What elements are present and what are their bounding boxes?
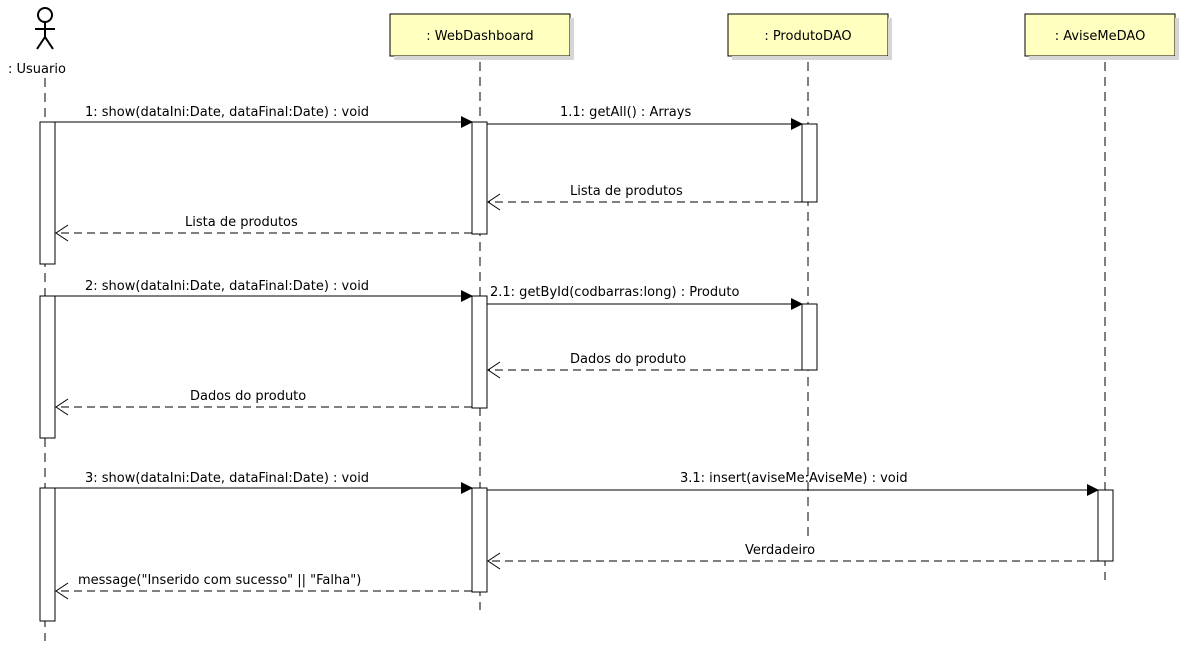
- return-label-3: message("Inserido com sucesso" || "Falha…: [78, 573, 361, 588]
- activation-usuario-1: [39, 121, 56, 265]
- participant-label: : AviseMeDAO: [1055, 29, 1146, 44]
- activation-webdashboard-3: [471, 487, 488, 593]
- message-label-2-1: 2.1: getById(codbarras:long) : Produto: [490, 285, 739, 300]
- participant-produtodao: : ProdutoDAO: [727, 13, 892, 60]
- actor-usuario-icon: [35, 7, 55, 50]
- message-label-1: 1: show(dataIni:Date, dataFinal:Date) : …: [85, 105, 369, 120]
- participant-webdashboard: : WebDashboard: [389, 13, 574, 60]
- message-label-3: 3: show(dataIni:Date, dataFinal:Date) : …: [85, 471, 369, 486]
- return-arrowhead-2: [55, 398, 69, 416]
- message-label-3-1: 3.1: insert(aviseMe:AviseMe) : void: [680, 471, 908, 486]
- activation-webdashboard-1: [471, 121, 488, 235]
- return-arrowhead-2-1: [487, 361, 501, 379]
- activation-usuario-2: [39, 295, 56, 439]
- return-arrowhead-3-1: [487, 552, 501, 570]
- return-label-1-1: Lista de produtos: [570, 184, 683, 199]
- participant-label: : ProdutoDAO: [764, 29, 851, 44]
- return-label-2: Dados do produto: [190, 389, 306, 404]
- return-arrowhead-3: [55, 582, 69, 600]
- activation-produtodao-2: [801, 303, 818, 371]
- activation-usuario-3: [39, 487, 56, 622]
- activation-webdashboard-2: [471, 295, 488, 409]
- activation-produtodao-1: [801, 123, 818, 203]
- actor-label: : Usuario: [8, 62, 66, 77]
- message-label-1-1: 1.1: getAll() : Arrays: [560, 105, 691, 120]
- return-label-1: Lista de produtos: [185, 215, 298, 230]
- return-arrowhead-1-1: [487, 193, 501, 211]
- return-arrowhead-1: [55, 224, 69, 242]
- participant-avisemedao: : AviseMeDAO: [1024, 13, 1179, 60]
- participant-label: : WebDashboard: [426, 29, 533, 44]
- return-label-2-1: Dados do produto: [570, 352, 686, 367]
- return-label-3-1: Verdadeiro: [745, 543, 815, 558]
- activation-avisemedao-1: [1097, 489, 1114, 562]
- message-label-2: 2: show(dataIni:Date, dataFinal:Date) : …: [85, 279, 369, 294]
